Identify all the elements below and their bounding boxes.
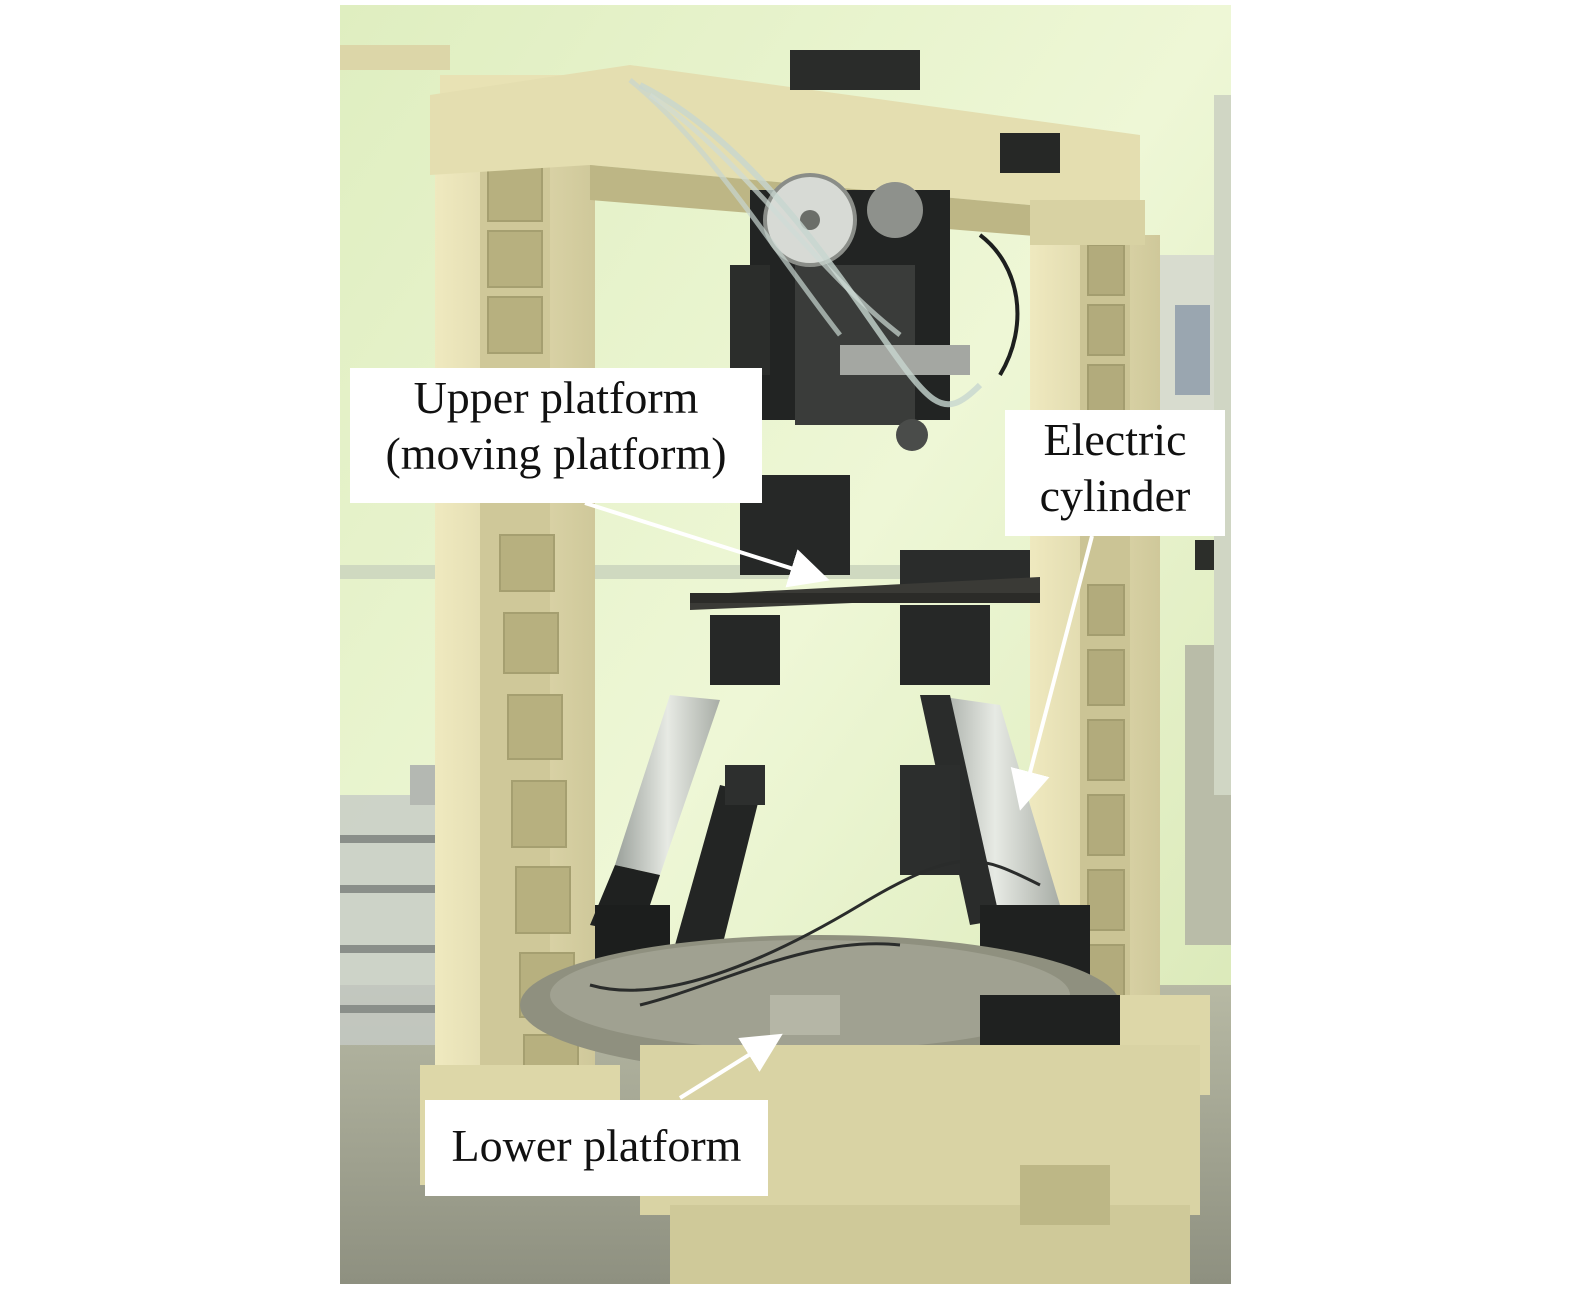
background-equipment bbox=[1160, 95, 1231, 945]
upper-platform-label-line1: Upper platform bbox=[413, 372, 699, 423]
lower-platform-label-line1: Lower platform bbox=[451, 1120, 742, 1171]
upper-platform-label-line2: (moving platform) bbox=[385, 428, 727, 479]
upper-platform-label: Upper platform (moving platform) bbox=[350, 368, 762, 503]
whiteboard-rail bbox=[340, 565, 960, 579]
test-rig-photo bbox=[340, 5, 1231, 1284]
lower-platform-label: Lower platform bbox=[425, 1100, 768, 1196]
lower-base-platform bbox=[520, 859, 1200, 1284]
electric-cylinder-label: Electric cylinder bbox=[1005, 410, 1225, 536]
electric-cylinder-label-line2: cylinder bbox=[1039, 470, 1191, 521]
upper-drive-assembly bbox=[628, 78, 1020, 451]
parallel-platform-illustration bbox=[340, 5, 1231, 1284]
electric-cylinder-label-line1: Electric bbox=[1043, 414, 1187, 465]
